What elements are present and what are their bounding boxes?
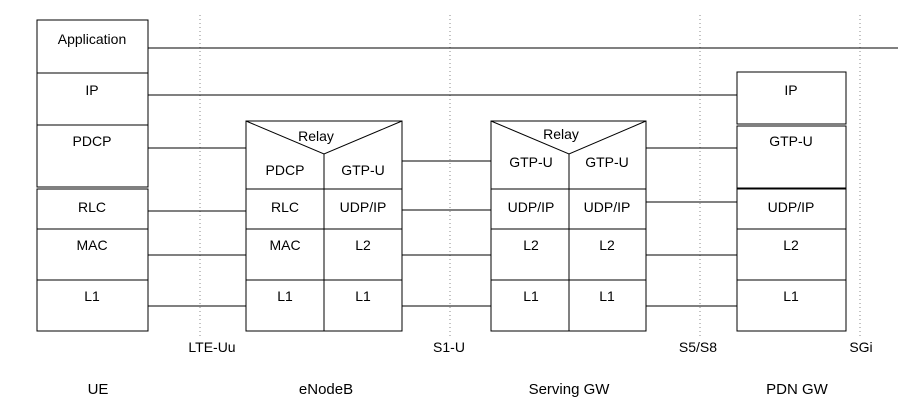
ue-ip-box	[36, 72, 149, 126]
peer-links	[148, 47, 898, 307]
s5-s8-label: S5/S8	[679, 339, 717, 355]
serving-gw-gtpu-right-label: GTP-U	[585, 154, 629, 170]
ue-mac-label: MAC	[76, 237, 107, 253]
interface-labels: LTE-Uu S1-U S5/S8 SGi	[188, 339, 872, 355]
pdn-gw-ip-label: IP	[784, 82, 797, 98]
sgi-label: SGi	[849, 339, 872, 355]
lte-uu-label: LTE-Uu	[188, 339, 235, 355]
s1-u-label: S1-U	[433, 339, 465, 355]
ue-application-box	[36, 19, 149, 74]
serving-gw-node-label: Serving GW	[529, 381, 611, 398]
serving-gw-l2-right-label: L2	[599, 237, 615, 253]
enodeb-stack-labels: Relay PDCP GTP-U RLC UDP/IP MAC L2 L1 L1	[266, 128, 387, 304]
pdn-gw-stack-labels: IP GTP-U UDP/IP L2 L1	[768, 82, 815, 304]
enodeb-l1-right-label: L1	[355, 288, 371, 304]
enodeb-pdcp-label: PDCP	[266, 162, 305, 178]
ue-mac-box	[36, 228, 149, 281]
serving-gw-stack	[490, 120, 647, 332]
serving-gw-l1-left-label: L1	[523, 288, 539, 304]
serving-gw-l2-left-label: L2	[523, 237, 539, 253]
enodeb-relay-label: Relay	[298, 128, 334, 144]
pdn-gw-udpip-label: UDP/IP	[768, 199, 815, 215]
pdn-gw-node-label: PDN GW	[766, 381, 829, 398]
enodeb-node-label: eNodeB	[299, 381, 353, 398]
serving-gw-udpip-left-label: UDP/IP	[508, 199, 555, 215]
ue-stack	[36, 19, 149, 332]
ue-l1-box	[36, 279, 149, 332]
enodeb-mac-label: MAC	[269, 237, 300, 253]
enodeb-stack	[245, 120, 403, 332]
ue-node-label: UE	[88, 381, 109, 398]
serving-gw-l1-right-label: L1	[599, 288, 615, 304]
serving-gw-relay-label: Relay	[543, 126, 579, 142]
pdn-gw-l2-label: L2	[783, 237, 799, 253]
enodeb-l2-label: L2	[355, 237, 371, 253]
pdn-gw-gtpu-label: GTP-U	[769, 133, 813, 149]
ue-stack-labels: Application IP PDCP RLC MAC L1	[58, 31, 127, 304]
ue-rlc-label: RLC	[78, 199, 106, 215]
ue-ip-label: IP	[85, 82, 98, 98]
enodeb-rlc-label: RLC	[271, 199, 299, 215]
pdn-gw-l1-box	[736, 279, 847, 332]
enodeb-l1-left-label: L1	[277, 288, 293, 304]
ue-application-label: Application	[58, 31, 127, 47]
serving-gw-gtpu-left-label: GTP-U	[509, 154, 553, 170]
enodeb-gtpu-label: GTP-U	[341, 162, 385, 178]
pdn-gw-stack	[736, 71, 847, 332]
ue-pdcp-box	[36, 124, 149, 188]
pdn-gw-udpip-box	[736, 188, 847, 230]
serving-gw-stack-labels: Relay GTP-U GTP-U UDP/IP UDP/IP L2 L2 L1…	[508, 126, 631, 304]
pdn-gw-l1-label: L1	[783, 288, 799, 304]
ue-pdcp-label: PDCP	[73, 133, 112, 149]
pdn-gw-gtpu-box	[736, 125, 847, 189]
ue-l1-label: L1	[84, 288, 100, 304]
enodeb-udpip-label: UDP/IP	[340, 199, 387, 215]
pdn-gw-l2-box	[736, 228, 847, 281]
node-labels: UE eNodeB Serving GW PDN GW	[88, 381, 829, 398]
serving-gw-udpip-right-label: UDP/IP	[584, 199, 631, 215]
ue-rlc-box	[36, 188, 149, 230]
pdn-gw-ip-box	[736, 71, 847, 125]
